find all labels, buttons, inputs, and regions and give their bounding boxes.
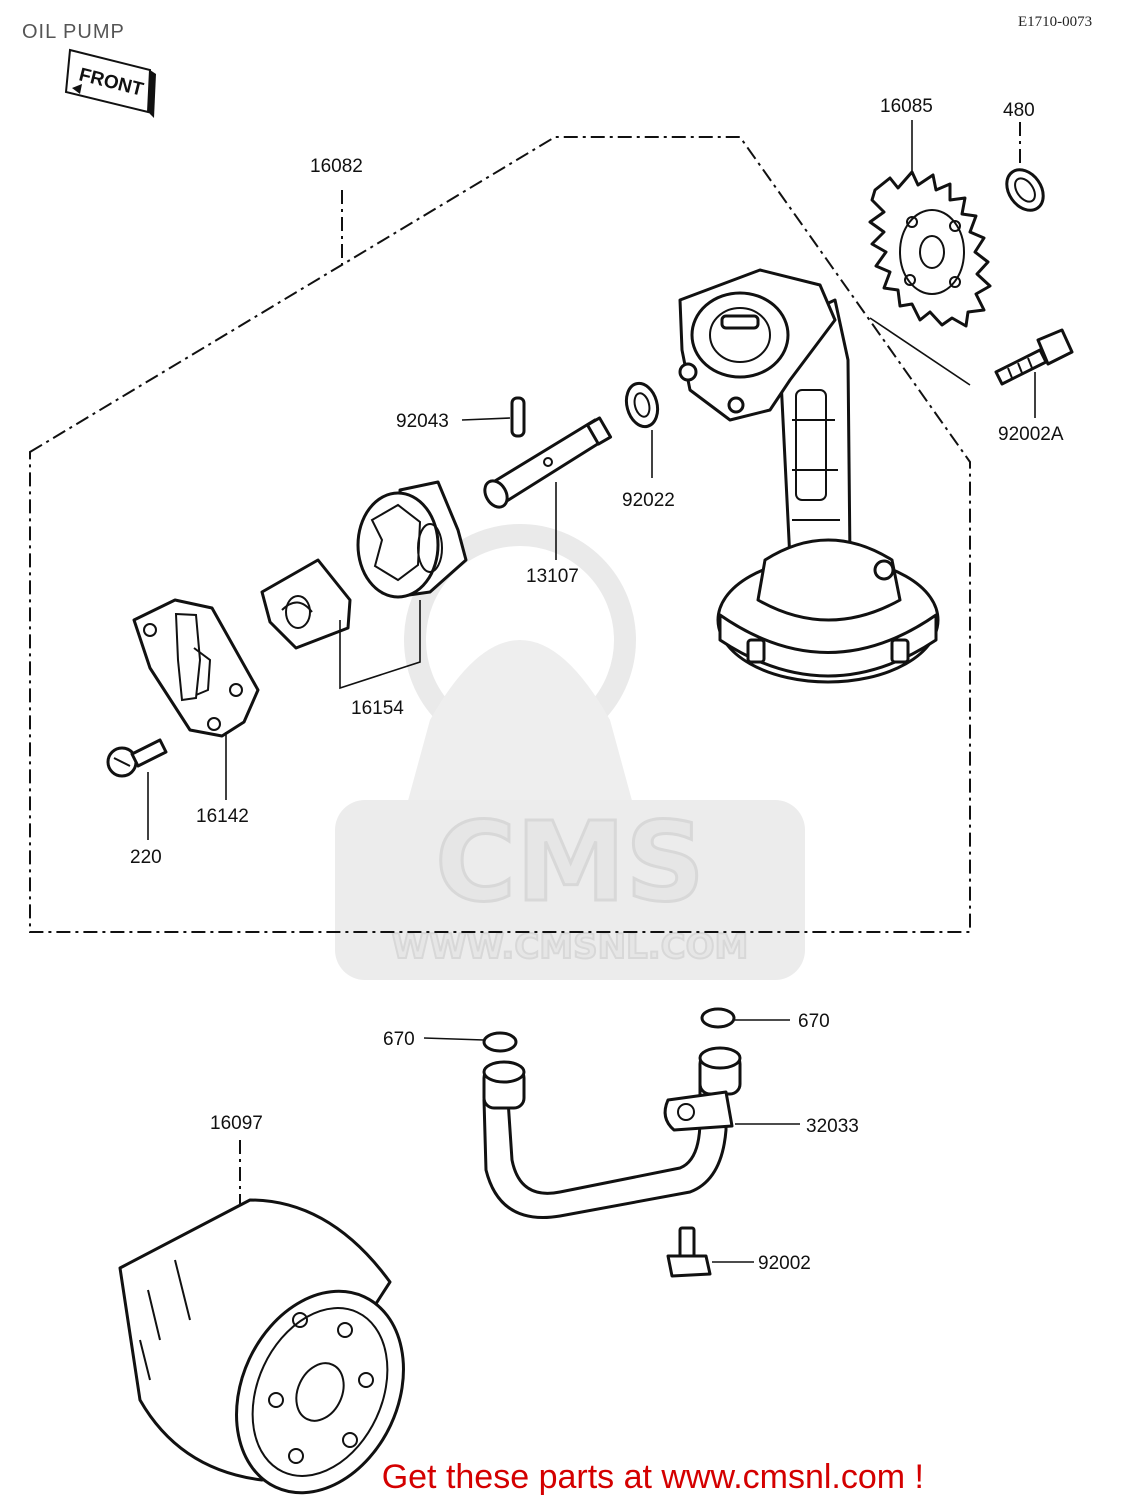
label-13107: 13107 bbox=[526, 566, 579, 587]
label-670-left: 670 bbox=[383, 1029, 415, 1050]
drawing-code: E1710-0073 bbox=[1018, 14, 1092, 30]
label-92002: 92002 bbox=[758, 1253, 811, 1274]
inner-rotor bbox=[260, 558, 352, 650]
label-670-right: 670 bbox=[798, 1011, 830, 1032]
pump-cover bbox=[132, 598, 260, 738]
watermark-brand: CMS bbox=[435, 798, 704, 926]
label-16085: 16085 bbox=[880, 96, 933, 117]
oil-pump-body bbox=[678, 268, 940, 684]
page-title: OIL PUMP bbox=[22, 21, 125, 43]
circlip bbox=[1005, 168, 1045, 212]
label-92043: 92043 bbox=[396, 411, 449, 432]
screw-220 bbox=[106, 738, 168, 778]
label-92002a: 92002A bbox=[998, 424, 1064, 445]
label-16142: 16142 bbox=[196, 806, 249, 827]
label-16154: 16154 bbox=[351, 698, 404, 719]
label-480: 480 bbox=[1003, 100, 1035, 121]
o-ring-left bbox=[482, 1031, 518, 1053]
part-number-labels: 16082 16085 480 92002A 92043 92022 13107… bbox=[130, 96, 1064, 1274]
bolt-92002a bbox=[994, 328, 1074, 386]
label-32033: 32033 bbox=[806, 1116, 859, 1137]
assembly-boundary bbox=[29, 136, 971, 933]
promo-link[interactable]: Get these parts at www.cmsnl.com ! bbox=[382, 1458, 924, 1496]
label-220: 220 bbox=[130, 847, 162, 868]
label-92022: 92022 bbox=[622, 490, 675, 511]
front-direction-tag: FRONT bbox=[64, 48, 156, 118]
label-16097: 16097 bbox=[210, 1113, 263, 1134]
outer-rotor bbox=[356, 480, 468, 599]
label-16082: 16082 bbox=[310, 156, 363, 177]
leader-lines bbox=[147, 120, 1036, 1263]
oil-filter bbox=[118, 1198, 405, 1495]
cms-watermark: CMS WWW.CMSNL.COM bbox=[335, 524, 805, 980]
o-ring-right bbox=[700, 1007, 736, 1029]
bolt-92002 bbox=[666, 1226, 712, 1278]
washer bbox=[624, 381, 660, 429]
pump-shaft bbox=[483, 416, 613, 509]
pin bbox=[510, 396, 526, 438]
drive-gear bbox=[868, 170, 992, 328]
oil-pipe bbox=[482, 1046, 742, 1219]
front-arrow-icon bbox=[72, 84, 82, 94]
